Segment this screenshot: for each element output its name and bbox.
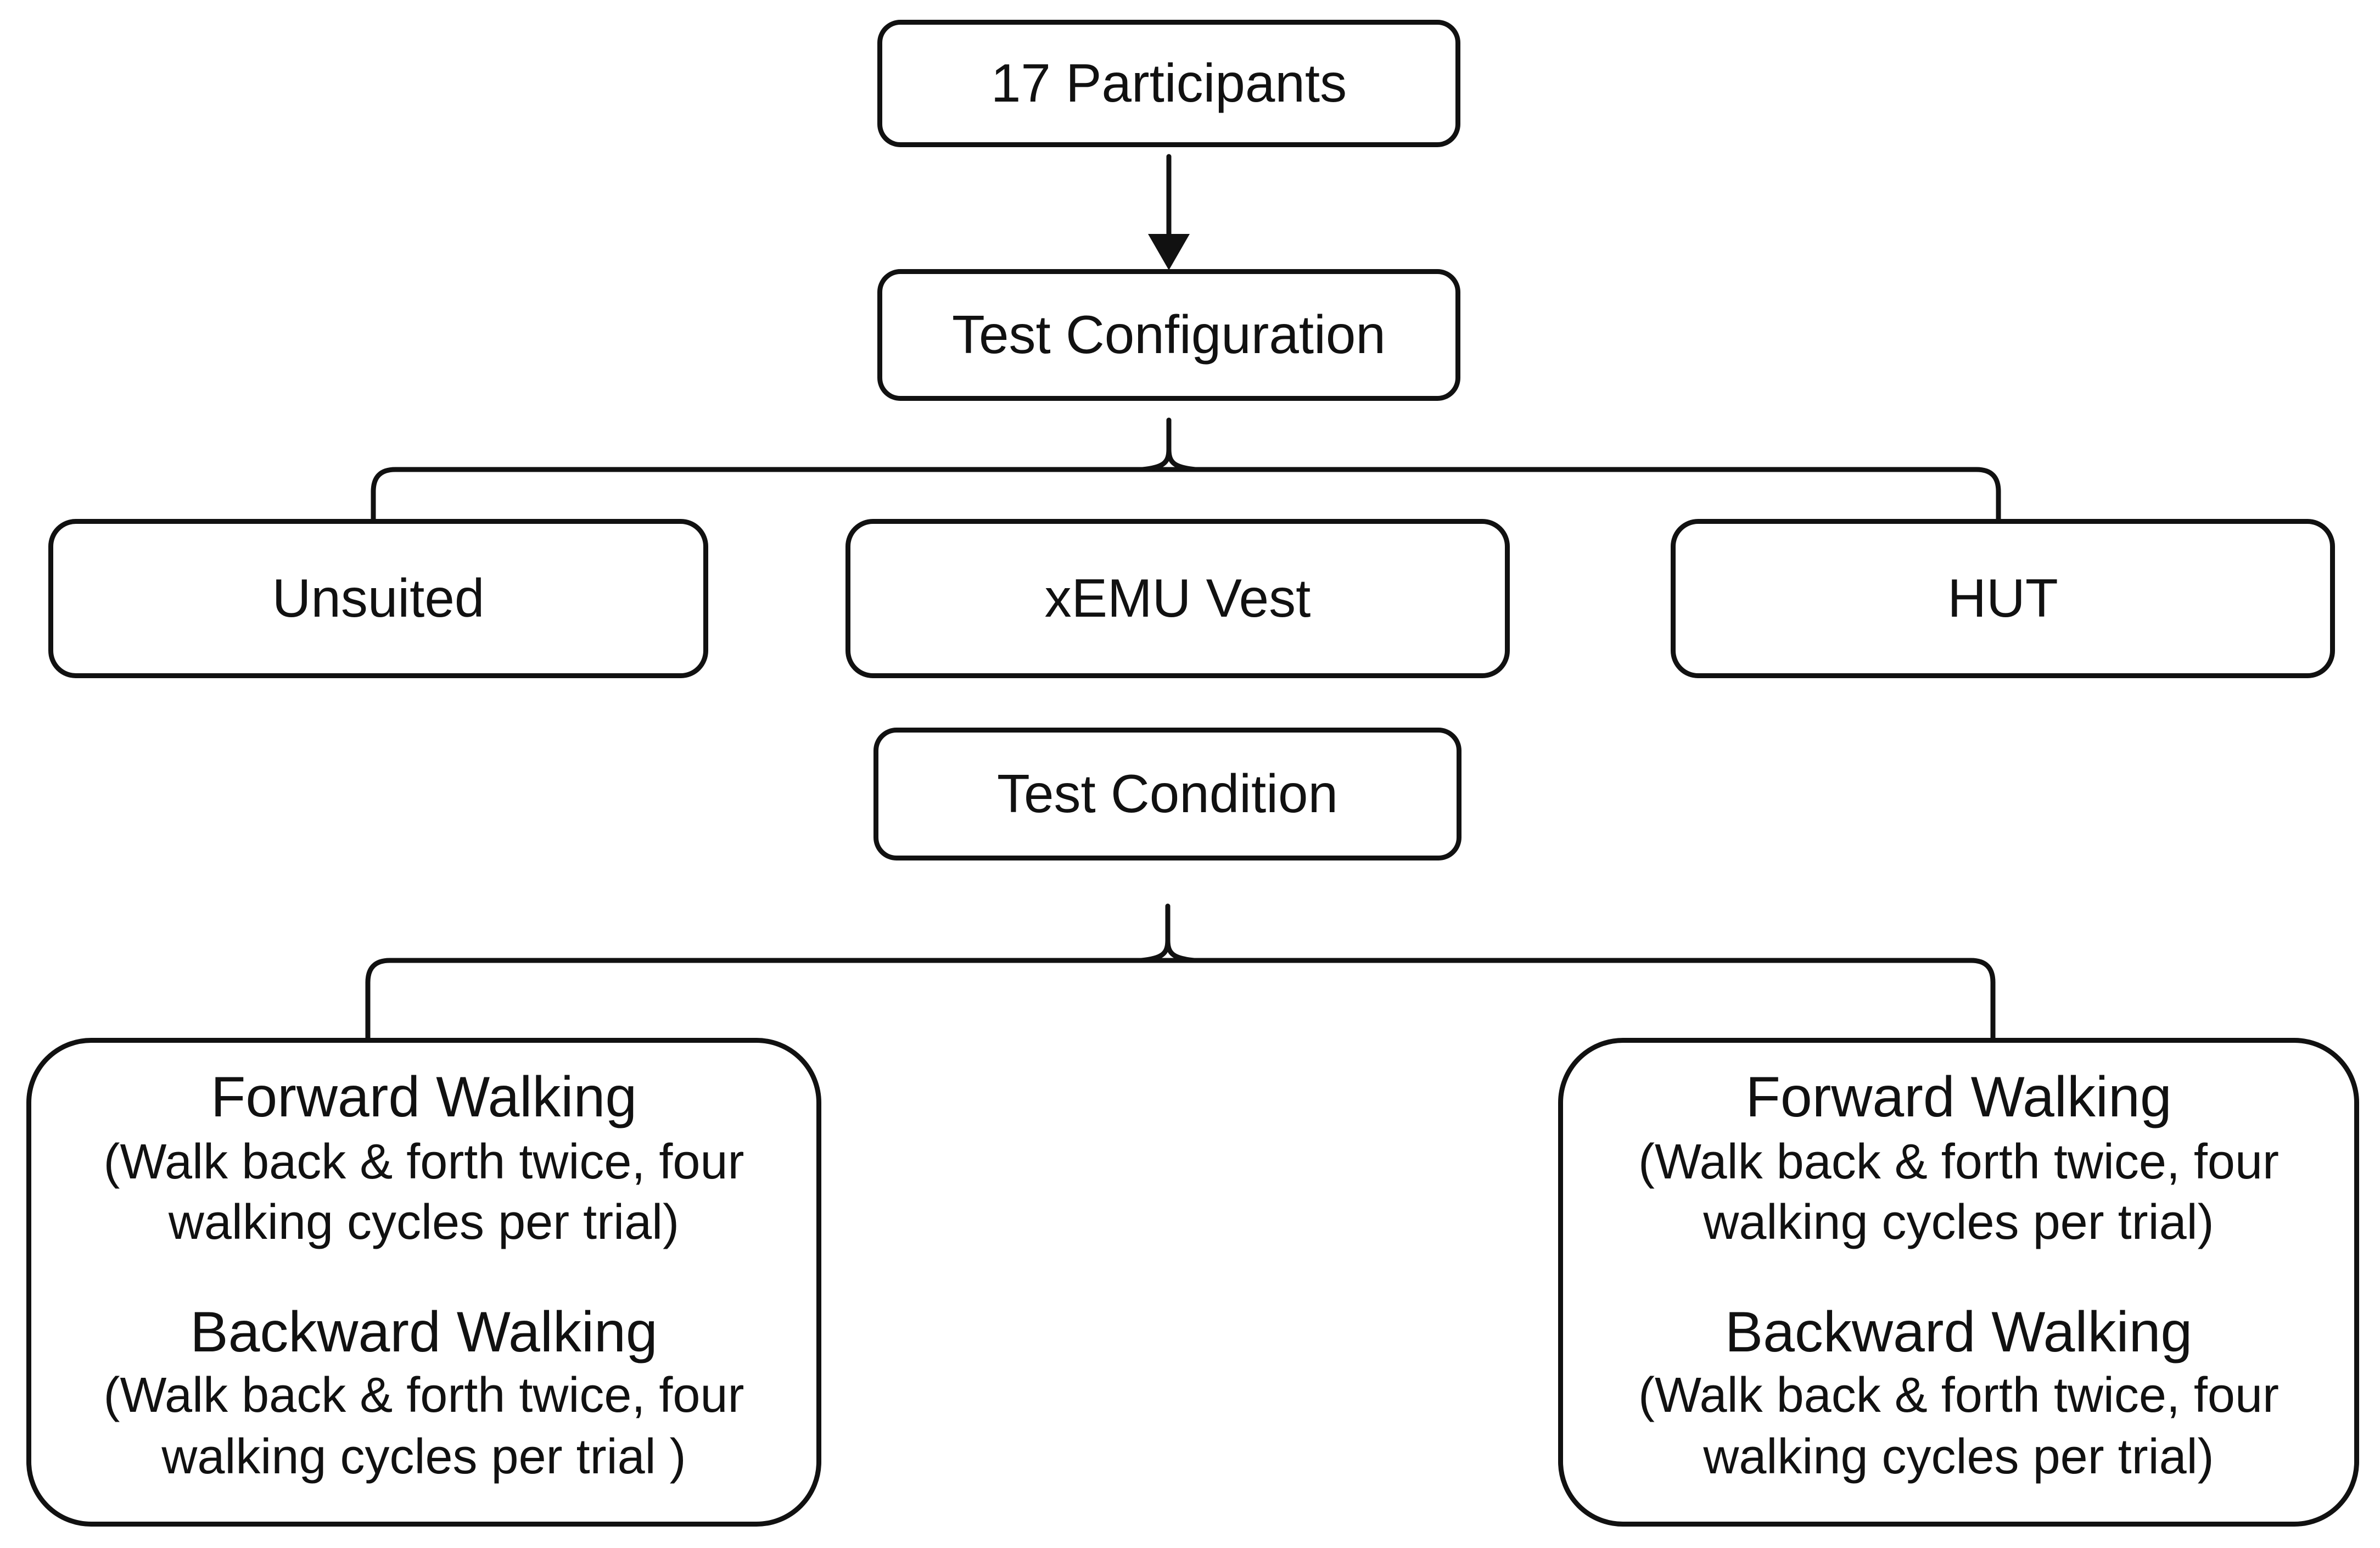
node-test-condition-label: Test Condition [996, 763, 1339, 824]
node-17-participants-label: 17 Participants [990, 53, 1347, 114]
right-backward-walking-desc-1: (Walk back & forth twice, four [1638, 1368, 2279, 1423]
node-test-configuration: Test Configuration [877, 269, 1460, 401]
node-unsuited-label: Unsuited [272, 568, 485, 629]
node-test-configuration-label: Test Configuration [952, 304, 1386, 365]
left-backward-walking-title: Backward Walking [190, 1300, 658, 1364]
bracket-test-condition [365, 903, 1996, 1038]
node-hut-label: HUT [1947, 568, 2058, 629]
left-forward-walking-desc-1: (Walk back & forth twice, four [103, 1135, 744, 1189]
right-backward-walking-desc-2: walking cycles per trial) [1703, 1429, 2214, 1484]
node-test-condition: Test Condition [873, 728, 1461, 860]
node-xemu-vest-label: xEMU Vest [1044, 568, 1311, 629]
node-left-test-condition-detail: Forward Walking (Walk back & forth twice… [26, 1038, 821, 1527]
node-xemu-vest: xEMU Vest [845, 519, 1510, 678]
node-right-test-condition-detail: Forward Walking (Walk back & forth twice… [1558, 1038, 2359, 1527]
right-forward-walking-title: Forward Walking [1745, 1065, 2172, 1129]
left-backward-walking-desc-1: (Walk back & forth twice, four [103, 1368, 744, 1423]
left-forward-walking-title: Forward Walking [210, 1065, 637, 1129]
node-hut: HUT [1671, 519, 2335, 678]
right-forward-walking-desc-1: (Walk back & forth twice, four [1638, 1135, 2279, 1189]
bracket-test-configuration [371, 417, 2001, 519]
left-backward-walking-desc-2: walking cycles per trial ) [161, 1429, 686, 1484]
left-forward-walking-desc-2: walking cycles per trial) [168, 1195, 680, 1250]
node-17-participants: 17 Participants [877, 20, 1460, 147]
node-unsuited: Unsuited [48, 519, 708, 678]
right-forward-walking-desc-2: walking cycles per trial) [1703, 1195, 2214, 1250]
flow-arrow [1148, 154, 1190, 270]
right-backward-walking-title: Backward Walking [1724, 1300, 2193, 1364]
